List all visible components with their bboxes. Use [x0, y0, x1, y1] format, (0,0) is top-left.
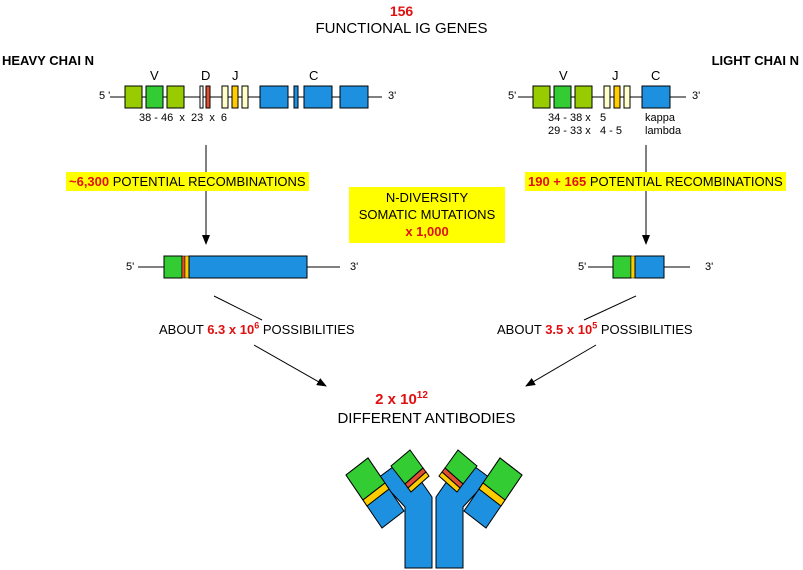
heavy-recombination-label: ~6,300 POTENTIAL RECOMBINATIONS: [66, 172, 309, 191]
light-possibilities-value: 3.5 x 105: [545, 320, 598, 337]
heavy-d-segment: [199, 85, 204, 109]
heavy-chain-locus: [110, 85, 382, 109]
light-v-segment: [553, 85, 572, 109]
heavy-d-segment: [205, 85, 211, 109]
heavy-segment-counts: 38 - 46 x 23 x 6: [139, 112, 228, 124]
light-v-segment: [532, 85, 551, 109]
heavy-rearranged-v: [163, 255, 183, 279]
heavy-possibilities-value: 6.3 x 106: [207, 320, 260, 337]
light-rearranged-gene: [588, 255, 690, 279]
light-v-label: V: [559, 68, 568, 83]
heavy-j-segment: [241, 85, 249, 109]
heavy-c-label: C: [309, 68, 319, 83]
light-diagonal-line: [583, 295, 637, 321]
heavy-recombination-text: POTENTIAL RECOMBINATIONS: [112, 174, 306, 189]
light-rearranged-c: [634, 255, 665, 279]
light-possibilities-suffix: POSSIBILITIES: [600, 322, 693, 337]
light-j-segment: [613, 85, 621, 109]
heavy-j-segment: [231, 85, 239, 109]
antibody-right-j-region: [438, 471, 461, 493]
light-chain-locus: [518, 85, 686, 109]
heavy-v-segment: [124, 85, 143, 109]
antibody-total-base: 2 x 10: [375, 391, 417, 408]
light-kappa-name: kappa: [645, 112, 675, 124]
light-lambda-counts: 29 - 33 x 4 - 5: [548, 125, 622, 137]
diversity-line3: x 1,000: [405, 224, 449, 239]
light-five-prime: 5': [508, 90, 517, 102]
light-c-label: C: [651, 68, 661, 83]
gene-count: 156: [389, 3, 414, 19]
heavy-v-segment: [145, 85, 164, 109]
heavy-result-arrow: [253, 344, 327, 387]
heavy-diagonal-line: [213, 295, 263, 321]
heavy-possibilities: ABOUT 6.3 x 106 POSSIBILITIES: [159, 320, 355, 337]
light-result-arrow: [525, 344, 597, 387]
light-rearranged-three-prime: 3': [705, 261, 714, 273]
light-possibilities-prefix: ABOUT: [497, 322, 542, 337]
heavy-d-label: D: [201, 68, 211, 83]
heavy-rearranged-c: [188, 255, 308, 279]
heavy-v-label: V: [150, 68, 159, 83]
antibody-total-exponent: 12: [416, 390, 428, 401]
light-c-segment: [641, 85, 671, 109]
heavy-rearranged-d: [181, 255, 186, 279]
heavy-possibilities-base: 6.3 x 10: [207, 322, 255, 337]
antibody-left-light-j-region: [362, 482, 390, 507]
heavy-j-segment: [221, 85, 229, 109]
heavy-recombination-value: ~6,300: [69, 174, 110, 189]
light-possibilities-exponent: 5: [592, 320, 598, 331]
light-possibilities-base: 3.5 x 10: [545, 322, 593, 337]
heavy-rearranged-gene: [138, 255, 340, 279]
heavy-c-segment: [303, 85, 333, 109]
heavy-c-segment: [259, 85, 289, 109]
light-lambda-name: lambda: [645, 125, 682, 137]
heavy-chain-label: HEAVY CHAI N: [2, 53, 94, 68]
light-possibilities: ABOUT 3.5 x 105 POSSIBILITIES: [497, 320, 693, 337]
light-chain-label: LIGHT CHAI N: [711, 53, 799, 68]
heavy-rearranged-three-prime: 3': [350, 261, 359, 273]
heavy-c-segment: [293, 85, 299, 109]
heavy-rearranged-j: [184, 255, 190, 279]
diversity-line2: SOMATIC MUTATIONS: [358, 207, 496, 222]
heavy-c-segment: [339, 85, 369, 109]
light-rearranged-j: [630, 255, 636, 279]
heavy-possibilities-prefix: ABOUT: [159, 322, 204, 337]
antibody-left-j-region: [407, 471, 430, 493]
light-recombination-text: POTENTIAL RECOMBINATIONS: [589, 174, 783, 189]
light-v-segment: [574, 85, 593, 109]
light-j-label: J: [612, 68, 619, 83]
light-recombination-label: 190 + 165 POTENTIAL RECOMBINATIONS: [525, 172, 786, 191]
diversity-box: N-DIVERSITY SOMATIC MUTATIONS x 1,000: [349, 187, 505, 243]
heavy-v-segment: [166, 85, 185, 109]
light-rearranged-v: [612, 255, 632, 279]
light-three-prime: 3': [692, 90, 701, 102]
heavy-three-prime: 3': [388, 90, 397, 102]
light-rearranged-five-prime: 5': [578, 261, 587, 273]
heavy-rearranged-five-prime: 5': [126, 261, 135, 273]
diversity-line1: N-DIVERSITY: [385, 190, 469, 205]
light-j-segment: [623, 85, 631, 109]
light-recombination-value: 190 + 165: [528, 174, 587, 189]
light-j-segment: [603, 85, 611, 109]
antibody-total: 2 x 1012: [0, 390, 803, 409]
antibody-right-light-j-region: [478, 482, 506, 507]
heavy-possibilities-exponent: 6: [254, 320, 260, 331]
antibody-icon: [345, 449, 523, 569]
heavy-five-prime: 5 ': [99, 90, 111, 102]
antibody-result-label: DIFFERENT ANTIBODIES: [337, 410, 516, 427]
heavy-j-label: J: [232, 68, 239, 83]
page-title: FUNCTIONAL IG GENES: [315, 20, 488, 37]
light-kappa-counts: 34 - 38 x 5: [548, 112, 607, 124]
heavy-possibilities-suffix: POSSIBILITIES: [262, 322, 355, 337]
